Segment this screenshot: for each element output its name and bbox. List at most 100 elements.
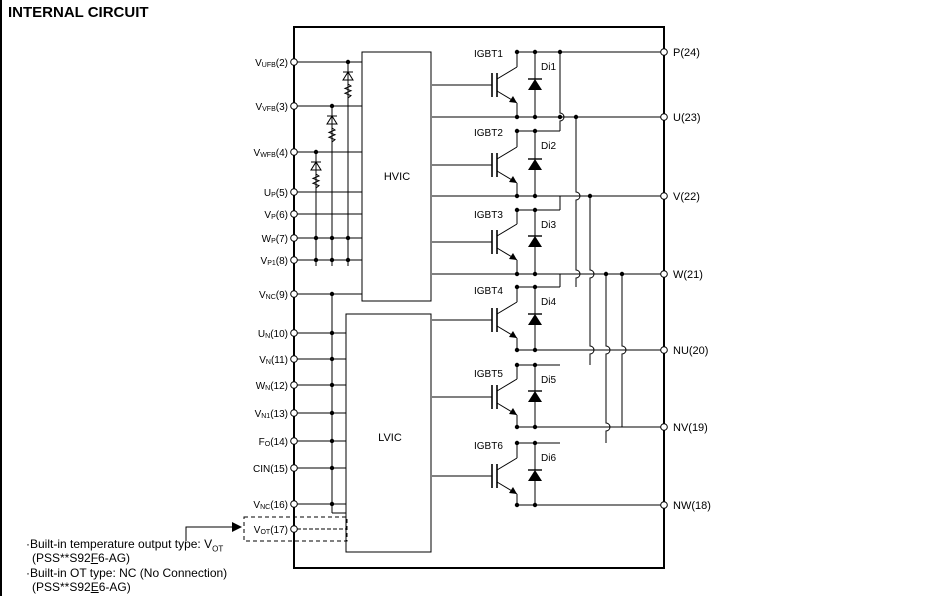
note-part-number-f-suffix: 6-AG): [98, 551, 131, 565]
pin-terminal-vnc16: [290, 500, 298, 508]
junction-dot: [329, 465, 335, 471]
vot-arrow-line: [185, 526, 232, 541]
pin-label-un: UN(10): [258, 329, 288, 340]
junction-dot: [514, 347, 520, 353]
components: [185, 26, 668, 569]
junction-dot: [532, 362, 538, 368]
junction-dot: [329, 330, 335, 336]
junction-dot: [329, 257, 335, 263]
bootstrap-resistor-1: [343, 83, 353, 99]
junction-dot: [514, 362, 520, 368]
junction-dot: [532, 207, 538, 213]
pin-terminal-w: [660, 270, 668, 278]
junction-dot: [313, 257, 319, 263]
junction-dot: [514, 424, 520, 430]
wiring: [297, 51, 664, 530]
junction-dot: [587, 193, 593, 199]
hvic-label: HVIC: [384, 171, 410, 183]
pin-label-vnc9: VNC(9): [259, 290, 288, 301]
junction-dot: [532, 128, 538, 134]
igbt-collector-4: [496, 301, 518, 315]
igbt-emitter-arrow-2: [509, 176, 517, 183]
note-part-number-e-prefix: (PSS**S92: [32, 580, 91, 594]
diode-label-3: Di3: [541, 220, 556, 231]
junction-dot: [329, 103, 335, 109]
pin-terminal-wp: [290, 234, 298, 242]
bootstrap-diode-2: [326, 115, 338, 125]
junction-dot: [573, 114, 579, 120]
freewheel-diode-6: [528, 470, 542, 481]
pin-label-vwfb: VWFB(4): [254, 148, 288, 159]
junction-dot: [329, 356, 335, 362]
page-title: INTERNAL CIRCUIT: [8, 4, 149, 21]
pin-terminal-vwfb: [290, 148, 298, 156]
pin-terminal-vot: [290, 525, 298, 533]
pin-label-w: W(21): [673, 269, 703, 281]
freewheel-diode-2: [528, 159, 542, 170]
pin-label-vufb: VUFB(2): [255, 58, 288, 69]
igbt-emitter-arrow-5: [509, 408, 517, 415]
junction-dot: [532, 114, 538, 120]
igbt-collector-2: [496, 146, 518, 160]
junction-dot: [532, 502, 538, 508]
junction-dot: [514, 193, 520, 199]
junction-dot: [313, 235, 319, 241]
junction-dot: [514, 49, 520, 55]
pin-label-vn1: VN1(13): [255, 409, 288, 420]
bootstrap-diode-1: [342, 71, 354, 81]
junction-dot: [557, 49, 563, 55]
note-part-number-f-prefix: (PSS**S92: [32, 551, 91, 565]
diode-label-4: Di4: [541, 297, 556, 308]
junction-dot: [514, 207, 520, 213]
pin-label-v: V(22): [673, 191, 700, 203]
pin-label-vnc16: VNC(16): [253, 500, 288, 511]
igbt-label-1: IGBT1: [474, 49, 503, 60]
junction-dot: [557, 114, 563, 120]
pin-label-vot: VOT(17): [254, 525, 288, 536]
igbt-collector-5: [496, 378, 518, 392]
junction-dot: [329, 438, 335, 444]
junction-dot: [345, 257, 351, 263]
lvic-label: LVIC: [378, 432, 402, 444]
vot-arrow-head: [232, 522, 242, 532]
junction-dot: [329, 291, 335, 297]
diode-label-6: Di6: [541, 453, 556, 464]
junction-dot: [514, 114, 520, 120]
pin-terminal-nv: [660, 423, 668, 431]
igbt-emitter-arrow-6: [509, 487, 517, 494]
lvic-block: [345, 313, 432, 553]
pin-terminal-vn1: [290, 409, 298, 417]
note-part-number-e-suffix: 6-AG): [98, 580, 131, 594]
junction-dot: [345, 235, 351, 241]
crossing-wire: [575, 117, 581, 287]
junction-dot: [532, 271, 538, 277]
junction-dot: [532, 440, 538, 446]
page-left-border: [0, 0, 2, 596]
pin-label-wn: WN(12): [256, 381, 288, 392]
igbt-collector-6: [496, 457, 518, 471]
junction-dot: [514, 284, 520, 290]
labels: HVICLVICVUFB(2)VVFB(3)VWFB(4)UP(5)VP(6)W…: [253, 47, 711, 536]
pin-terminal-nu: [660, 346, 668, 354]
pin-terminal-v: [660, 192, 668, 200]
diode-label-2: Di2: [541, 141, 556, 152]
pin-label-vp1: VP1(8): [261, 256, 288, 267]
pin-label-vp: VP(6): [264, 210, 288, 221]
note-temperature-output: ·Built-in temperature output type: VOT: [26, 537, 223, 553]
note-part-number-f-emphasis: F: [90, 551, 99, 565]
pin-terminal-vn: [290, 355, 298, 363]
pin-terminal-u: [660, 113, 668, 121]
freewheel-diode-1: [528, 79, 542, 90]
pin-terminal-p: [660, 48, 668, 56]
igbt-label-2: IGBT2: [474, 128, 503, 139]
pin-label-nv: NV(19): [673, 422, 708, 434]
pin-terminal-vp1: [290, 256, 298, 264]
crossing-wire: [605, 274, 611, 443]
pin-label-vn: VN(11): [259, 355, 288, 366]
pin-label-up: UP(5): [264, 188, 288, 199]
junction-dot: [345, 59, 351, 65]
vot-dashed-box: [243, 516, 348, 542]
diode-label-5: Di5: [541, 375, 556, 386]
pin-terminal-cin: [290, 464, 298, 472]
